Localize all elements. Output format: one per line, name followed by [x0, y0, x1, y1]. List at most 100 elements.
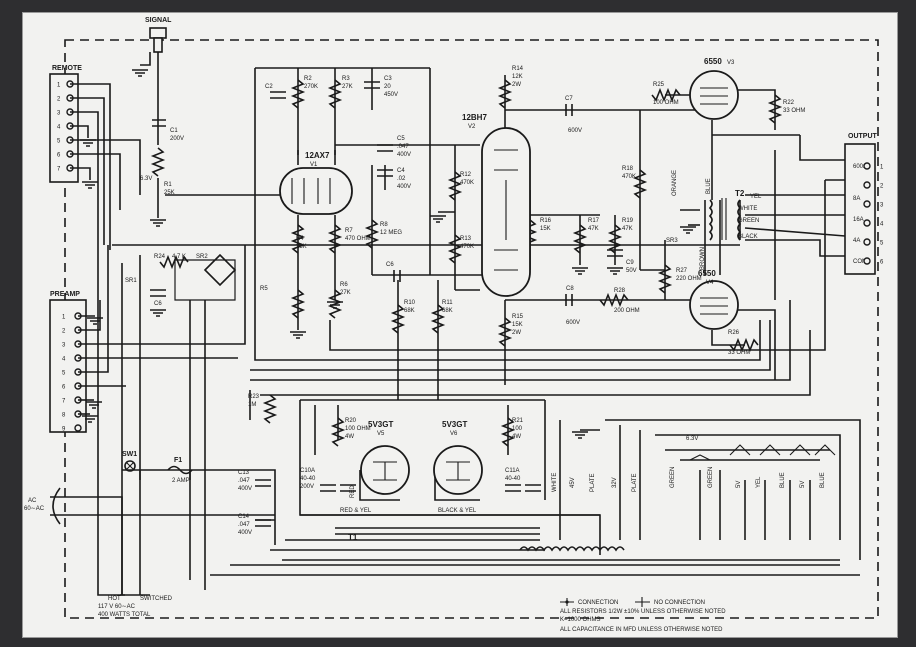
wire-plate: PLATE — [590, 473, 596, 492]
c5-voltage: 400V — [397, 152, 411, 158]
remote-pin-label-4: 4 — [57, 125, 61, 131]
v4-ref: V4 — [706, 280, 714, 286]
wire-blue-2: BLUE — [780, 472, 786, 488]
remote-label: REMOTE — [52, 65, 82, 72]
wire-plate-2: PLATE — [632, 473, 638, 492]
wire-black: BLACK — [738, 234, 758, 240]
c14-ref: C14 — [238, 514, 250, 520]
ground-icon — [290, 331, 306, 339]
tube-v2: 12BH7 V2 — [462, 113, 531, 297]
output-pin-label-3: 3 — [880, 203, 884, 209]
r27-value: 220 OHM — [676, 276, 702, 282]
r26-ref: R26 — [728, 330, 740, 336]
output-pin-5 — [863, 238, 871, 246]
ground-icon — [607, 267, 623, 275]
r26-value: 33 OHM — [728, 350, 750, 356]
v2-ref: V2 — [468, 124, 476, 130]
r6-value: 27K — [340, 290, 351, 296]
capacitors — [150, 81, 623, 527]
remote-pin-label-3: 3 — [57, 111, 61, 117]
resistor-h-3 — [159, 254, 189, 270]
r17-ref: R17 — [588, 218, 600, 224]
resistor-v-2 — [150, 147, 166, 177]
resistor-v-20 — [330, 417, 346, 447]
sr3-ref: SR3 — [666, 238, 678, 244]
r13-value: 470K — [460, 244, 474, 250]
cap-c8 — [565, 294, 573, 306]
r15-watt: 2W — [512, 330, 521, 336]
resistor-v-18 — [767, 94, 783, 124]
resistor-v-16 — [607, 224, 623, 254]
r7-value: 470 OHM — [345, 236, 371, 242]
r7-ref: R7 — [345, 228, 353, 234]
wire-yel-2: YEL — [756, 476, 762, 488]
v6-ref: V6 — [450, 431, 458, 437]
v5-ref: V5 — [377, 431, 385, 437]
mains-labels: HOT 117 V 60∼AC 400 WATTS TOTAL SWITCHED — [98, 596, 173, 618]
resistor-v-9 — [430, 304, 446, 334]
r19-value: 47K — [622, 226, 633, 232]
r2-ref: R2 — [304, 76, 312, 82]
v4-type: 6550 — [698, 269, 716, 278]
resistors — [150, 79, 783, 447]
c14-voltage: 400V — [238, 530, 252, 536]
c3-ref: C3 — [384, 76, 392, 82]
ground-icon — [150, 309, 166, 317]
r16-value: 15K — [540, 226, 551, 232]
c4-ref: C4 — [397, 168, 405, 174]
resistor-v-13 — [497, 317, 513, 347]
resistor-h-0 — [651, 87, 681, 103]
ground-icon — [82, 181, 98, 189]
ground-icon — [572, 267, 588, 275]
wire-white: WHITE — [738, 206, 757, 212]
sr1-ref: SR1 — [125, 278, 137, 284]
ground-icon — [150, 219, 166, 227]
resistor-v-12 — [497, 79, 513, 109]
preamp-label: PREAMP — [50, 291, 80, 298]
cap-c11 — [505, 484, 541, 492]
r20-watt: 4W — [345, 434, 354, 440]
legend-resistors: ALL RESISTORS 1/2W ±10% UNLESS OTHERWISE… — [560, 609, 726, 615]
output-8a-label: 8A — [853, 196, 860, 202]
r4-ref: R4 — [296, 236, 304, 242]
r11-ref: R11 — [442, 300, 453, 306]
resistor-v-1 — [327, 79, 343, 109]
output-pin-2 — [863, 181, 871, 189]
c7-voltage: 600V — [568, 128, 582, 134]
ac-label: AC — [28, 498, 37, 504]
wire-black-yel: BLACK & YEL — [438, 508, 477, 514]
output-pin-label-2: 2 — [880, 184, 884, 190]
wire-green-3: GREEN — [708, 467, 714, 488]
tube-v3: 6550 V3 — [689, 57, 739, 120]
tube-v6: 5V3GT V6 — [433, 420, 483, 495]
output-pin-label-1: 1 — [880, 165, 884, 171]
output-com-label: COM — [853, 259, 867, 265]
output-pin-3 — [863, 200, 871, 208]
preamp-pin-label-9: 9 — [62, 427, 66, 433]
c1-voltage: 200V — [170, 136, 184, 142]
output-pin-label-6: 6 — [880, 260, 884, 266]
fuse-f1: F1 2 AMP — [167, 457, 193, 484]
wire-green-2: GREEN — [670, 467, 676, 488]
legend-k: K=1000 OHMS — [560, 617, 601, 623]
cap-c5 — [377, 144, 393, 152]
ground-icon — [132, 69, 148, 77]
resistor-v-6 — [327, 289, 343, 319]
r18-value: 470K — [622, 174, 636, 180]
c7-ref: C7 — [565, 96, 573, 102]
preamp-pin-label-2: 2 — [62, 329, 66, 335]
c10-value: 40-40 — [300, 476, 316, 482]
r15-ref: R15 — [512, 314, 524, 320]
cap-c6b — [150, 289, 166, 297]
cap-c7 — [565, 104, 573, 116]
sr2-ref: SR2 — [196, 254, 208, 260]
resistor-h-1 — [599, 292, 629, 308]
r14-value: 12K — [512, 74, 523, 80]
hot-voltage-note: 117 V 60∼AC — [98, 604, 136, 610]
switched-label: SWITCHED — [140, 596, 173, 602]
tube-v5: 5V3GT V5 — [360, 420, 410, 495]
r1-value: 25K — [164, 190, 175, 196]
resistor-v-10 — [447, 171, 463, 201]
r14-ref: R14 — [512, 66, 524, 72]
wire-blue: BLUE — [706, 178, 712, 194]
